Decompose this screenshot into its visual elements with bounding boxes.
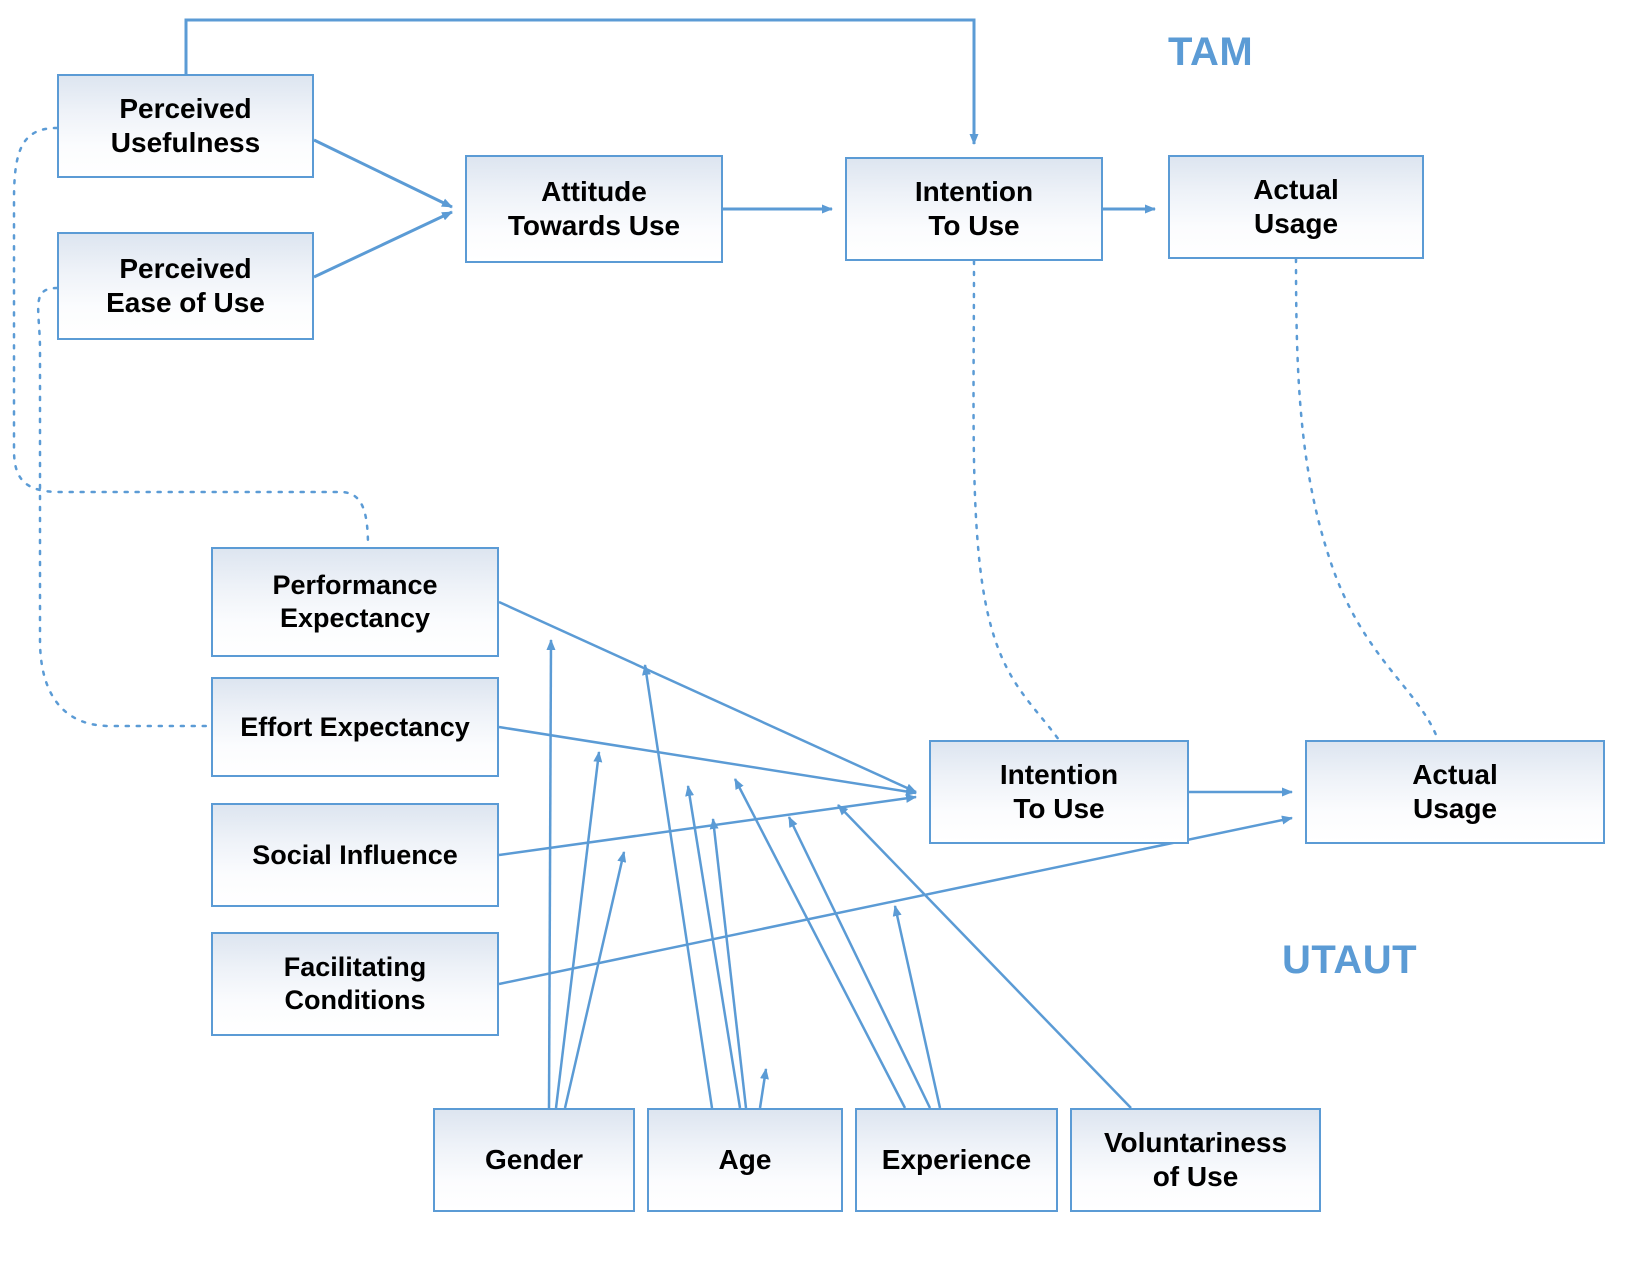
edge-au1-to-au2-dotted bbox=[1294, 257, 1440, 742]
edge-voluntariness-moderator bbox=[837, 804, 1132, 1109]
utaut-intention-to-use[interactable]: Intention To Use bbox=[929, 740, 1189, 844]
edge-age-moderator-3 bbox=[709, 818, 748, 1109]
gender[interactable]: Gender bbox=[433, 1108, 635, 1212]
edge-ee-to-itu2 bbox=[498, 725, 917, 796]
perceived-ease-of-use-label: Perceived Ease of Use bbox=[106, 252, 265, 318]
tam-model-label: TAM bbox=[1168, 30, 1254, 74]
edge-gender-moderator-1 bbox=[546, 639, 556, 1109]
age[interactable]: Age bbox=[647, 1108, 843, 1212]
experience-label: Experience bbox=[881, 1143, 1032, 1175]
edge-age-moderator-4 bbox=[758, 1068, 769, 1109]
edge-experience-moderator-3 bbox=[892, 905, 942, 1109]
facilitating-conditions-label: Facilitating Conditions bbox=[283, 952, 427, 1015]
social-influence[interactable]: Social Influence bbox=[211, 803, 499, 907]
utaut-actual-usage-label: Actual Usage bbox=[1412, 758, 1498, 824]
social-influence-label: Social Influence bbox=[252, 839, 458, 870]
utaut-intention-to-use-label: Intention To Use bbox=[999, 758, 1119, 824]
effort-expectancy[interactable]: Effort Expectancy bbox=[211, 677, 499, 777]
edge-pe-to-itu2 bbox=[498, 600, 917, 794]
effort-expectancy-label: Effort Expectancy bbox=[240, 711, 470, 742]
utaut-model-label: UTAUT bbox=[1282, 938, 1418, 982]
voluntariness-of-use[interactable]: Voluntariness of Use bbox=[1070, 1108, 1321, 1212]
edge-gender-moderator-3 bbox=[563, 851, 627, 1109]
edge-experience-moderator-1 bbox=[733, 778, 907, 1109]
attitude-towards-use[interactable]: Attitude Towards Use bbox=[465, 155, 723, 263]
edge-gender-moderator-2 bbox=[554, 751, 603, 1109]
edge-age-moderator-1 bbox=[642, 664, 714, 1109]
attitude-towards-use-label: Attitude Towards Use bbox=[507, 175, 681, 241]
tam-actual-usage-label: Actual Usage bbox=[1253, 173, 1339, 239]
edge-age-moderator-2 bbox=[685, 785, 742, 1109]
edge-peou-to-atu bbox=[313, 210, 453, 279]
edge-pu-to-atu bbox=[313, 138, 453, 209]
edge-itu1-to-itu2-dotted bbox=[972, 259, 1061, 742]
voluntariness-of-use-label: Voluntariness of Use bbox=[1103, 1126, 1288, 1192]
edge-si-to-itu2 bbox=[498, 793, 917, 857]
edge-experience-moderator-2 bbox=[787, 816, 932, 1109]
performance-expectancy[interactable]: Performance Expectancy bbox=[211, 547, 499, 657]
perceived-ease-of-use[interactable]: Perceived Ease of Use bbox=[57, 232, 314, 340]
tam-intention-to-use-label: Intention To Use bbox=[914, 175, 1034, 241]
tam-actual-usage[interactable]: Actual Usage bbox=[1168, 155, 1424, 259]
utaut-actual-usage[interactable]: Actual Usage bbox=[1305, 740, 1605, 844]
facilitating-conditions[interactable]: Facilitating Conditions bbox=[211, 932, 499, 1036]
performance-expectancy-label: Performance Expectancy bbox=[272, 570, 438, 633]
perceived-usefulness[interactable]: Perceived Usefulness bbox=[57, 74, 314, 178]
experience[interactable]: Experience bbox=[855, 1108, 1058, 1212]
perceived-usefulness-label: Perceived Usefulness bbox=[110, 92, 261, 158]
edge-peou-to-ee-dotted bbox=[36, 286, 213, 728]
gender-label: Gender bbox=[484, 1143, 584, 1175]
tam-intention-to-use[interactable]: Intention To Use bbox=[845, 157, 1103, 261]
age-label: Age bbox=[718, 1143, 772, 1175]
